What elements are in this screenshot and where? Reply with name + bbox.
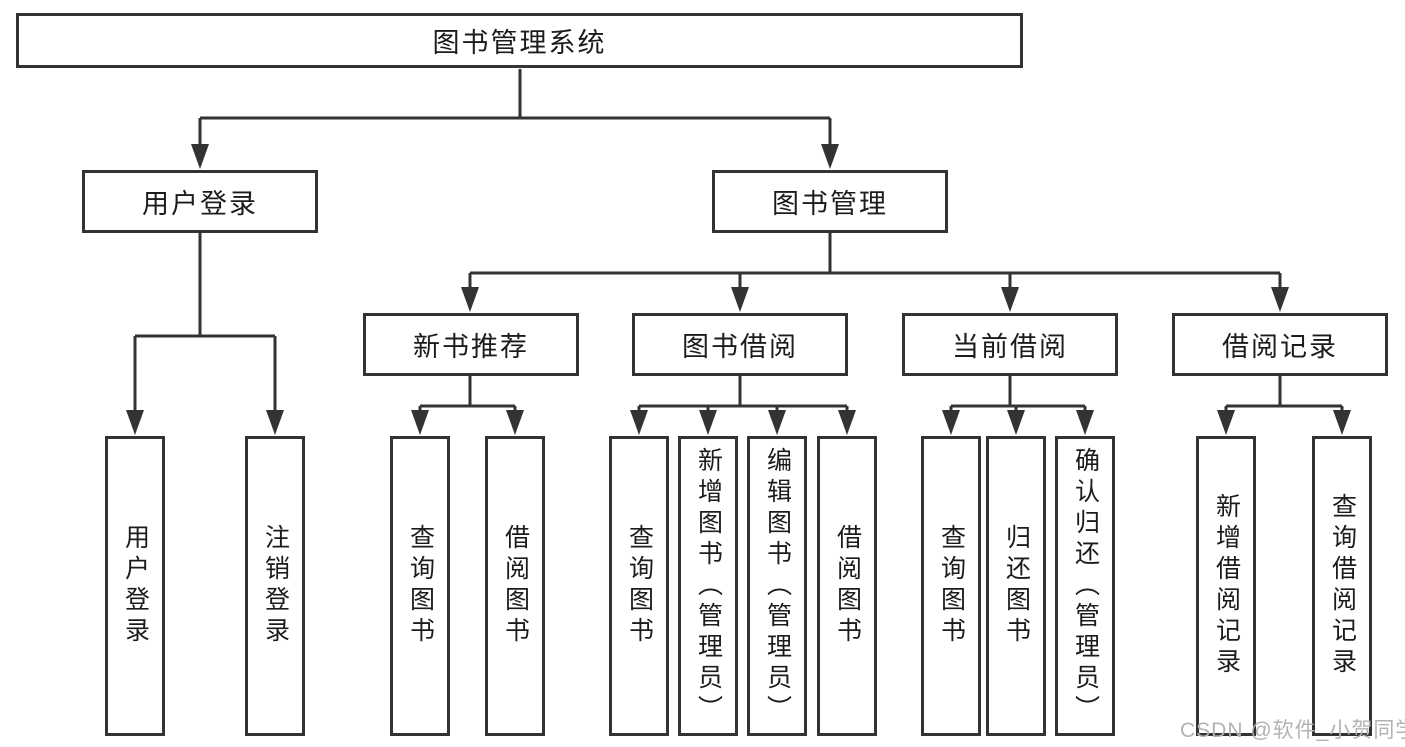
node-book-borrowing-label: 图书借阅 xyxy=(682,332,798,362)
leaf-borrow-books-recommend: 借阅图书 xyxy=(485,436,545,736)
leaf-user-login-label: 用户登录 xyxy=(121,524,150,648)
leaf-query-borrow-record-label: 查询借阅记录 xyxy=(1328,493,1357,679)
leaf-edit-books-admin: 编辑图书（管理员） xyxy=(747,436,807,736)
leaf-return-books: 归还图书 xyxy=(986,436,1046,736)
node-book-management: 图书管理 xyxy=(712,170,948,233)
node-library-management-system-label: 图书管理系统 xyxy=(432,28,607,58)
leaf-query-books-current: 查询图书 xyxy=(921,436,981,736)
node-book-borrowing: 图书借阅 xyxy=(632,313,848,376)
leaf-borrow-books-recommend-label: 借阅图书 xyxy=(501,524,530,648)
node-borrowing-records-label: 借阅记录 xyxy=(1222,332,1338,362)
leaf-query-books-current-label: 查询图书 xyxy=(937,524,966,648)
leaf-add-books-admin-label: 新增图书（管理员） xyxy=(694,446,723,726)
node-new-book-recommend-label: 新书推荐 xyxy=(413,332,529,362)
leaf-confirm-return-admin: 确认归还（管理员） xyxy=(1055,436,1115,736)
node-user-login-label: 用户登录 xyxy=(142,189,258,219)
node-new-book-recommend: 新书推荐 xyxy=(363,313,579,376)
node-current-borrowing-label: 当前借阅 xyxy=(952,332,1068,362)
leaf-logout: 注销登录 xyxy=(245,436,305,736)
watermark: CSDN @软件_小贺同学 xyxy=(1180,719,1405,742)
node-user-login: 用户登录 xyxy=(82,170,318,233)
leaf-query-books-recommend-label: 查询图书 xyxy=(406,524,435,648)
leaf-add-borrow-record-label: 新增借阅记录 xyxy=(1212,493,1241,679)
node-library-management-system: 图书管理系统 xyxy=(16,13,1023,68)
leaf-query-books-borrowing: 查询图书 xyxy=(609,436,669,736)
node-current-borrowing: 当前借阅 xyxy=(902,313,1118,376)
leaf-logout-label: 注销登录 xyxy=(261,524,290,648)
leaf-query-borrow-record: 查询借阅记录 xyxy=(1312,436,1372,736)
leaf-return-books-label: 归还图书 xyxy=(1002,524,1031,648)
leaf-borrow-books-borrowing: 借阅图书 xyxy=(817,436,877,736)
leaf-edit-books-admin-label: 编辑图书（管理员） xyxy=(763,446,792,726)
leaf-add-books-admin: 新增图书（管理员） xyxy=(678,436,738,736)
leaf-query-books-borrowing-label: 查询图书 xyxy=(625,524,654,648)
leaf-add-borrow-record: 新增借阅记录 xyxy=(1196,436,1256,736)
node-borrowing-records: 借阅记录 xyxy=(1172,313,1388,376)
leaf-user-login: 用户登录 xyxy=(105,436,165,736)
leaf-borrow-books-borrowing-label: 借阅图书 xyxy=(833,524,862,648)
leaf-confirm-return-admin-label: 确认归还（管理员） xyxy=(1071,446,1100,726)
leaf-query-books-recommend: 查询图书 xyxy=(390,436,450,736)
node-book-management-label: 图书管理 xyxy=(772,189,888,219)
